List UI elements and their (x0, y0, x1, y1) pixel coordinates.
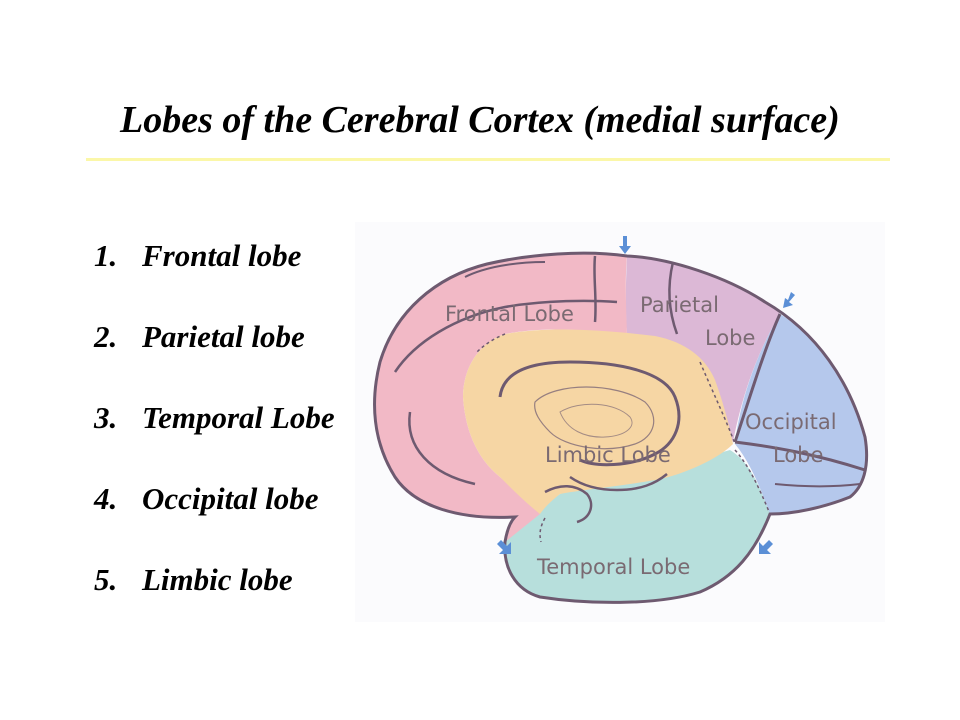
brainstem-cut (569, 473, 668, 492)
label-parietal-line2: Lobe (705, 326, 755, 350)
parieto-occipital-sulcus (733, 313, 782, 443)
label-frontal-lobe: Frontal Lobe (445, 302, 574, 326)
label-parietal-line1: Parietal (640, 293, 719, 317)
limbic-lobe-region (463, 329, 733, 514)
list-item-number: 2. (94, 319, 118, 354)
central-sulcus (593, 255, 597, 323)
calcarine-sulcus (734, 440, 866, 472)
arrow-top-icon (619, 236, 631, 254)
list-item-text: Frontal lobe (142, 238, 302, 273)
list-item: 1. Frontal lobe (94, 238, 301, 274)
limbic-parietal-border (699, 361, 736, 445)
occipital-lobe-region (735, 314, 867, 514)
limbic-frontal-border (476, 333, 506, 353)
label-limbic-lobe: Limbic Lobe (545, 443, 671, 467)
list-item: 5. Limbic lobe (94, 562, 293, 598)
label-occipital-line1: Occipital (745, 410, 837, 434)
list-item: 2. Parietal lobe (94, 319, 305, 355)
frontal-sulcus-1 (393, 299, 618, 373)
label-temporal-lobe: Temporal Lobe (536, 555, 690, 579)
list-item: 3. Temporal Lobe (94, 400, 335, 436)
arrow-parietal-icon (783, 292, 795, 308)
list-item-number: 5. (94, 562, 118, 597)
brain-medial-diagram: Frontal Lobe Parietal Lobe Occipital Lob… (355, 222, 885, 622)
arrow-lower-right-icon (759, 540, 773, 554)
occipital-lower-sulcus (774, 483, 861, 488)
frontal-sulcus-3 (464, 261, 546, 278)
page-title: Lobes of the Cerebral Cortex (medial sur… (120, 99, 840, 141)
arrow-lower-left-icon (497, 540, 511, 554)
parietal-lobe-region (625, 256, 780, 442)
temporal-occipital-border (734, 449, 771, 515)
temporal-lobe-region (504, 450, 770, 603)
list-item: 4. Occipital lobe (94, 481, 318, 517)
thalamus-outline (534, 386, 655, 450)
corpus-callosum (498, 360, 681, 467)
title-underline (86, 158, 890, 161)
list-item-text: Limbic lobe (142, 562, 293, 597)
list-item-number: 1. (94, 238, 118, 273)
paracentral-line (668, 261, 679, 335)
brain-outline (373, 251, 869, 604)
frontal-sulcus-2 (408, 411, 476, 486)
list-item-text: Parietal lobe (142, 319, 305, 354)
list-item-text: Temporal Lobe (142, 400, 335, 435)
hippocampal-curve (544, 485, 593, 524)
list-item-number: 4. (94, 481, 118, 516)
thalamus-inner (559, 403, 633, 438)
list-item-number: 3. (94, 400, 118, 435)
label-occipital-line2: Lobe (773, 443, 823, 467)
limbic-temporal-border (539, 517, 546, 543)
list-item-text: Occipital lobe (142, 481, 319, 516)
